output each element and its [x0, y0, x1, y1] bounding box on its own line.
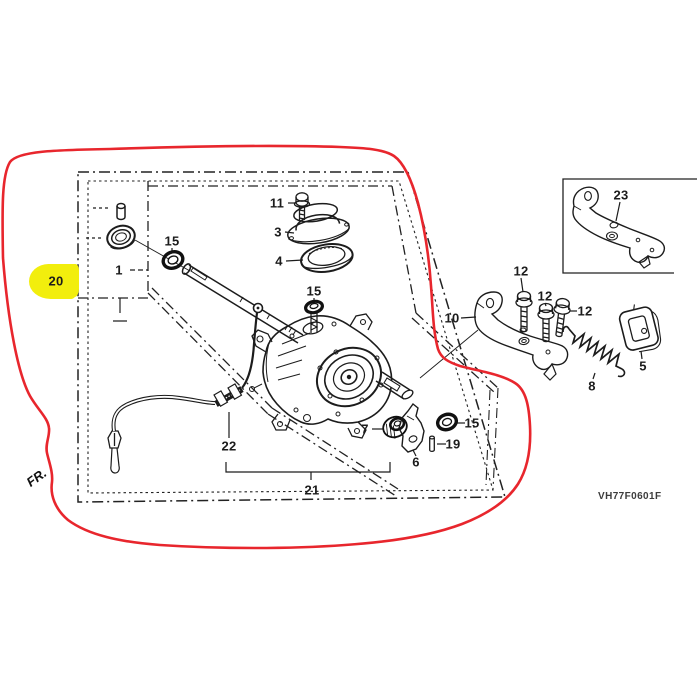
callout-15-right: 15: [464, 415, 480, 431]
seal-ring-4: [300, 243, 354, 273]
callout-8: 8: [588, 378, 596, 394]
transmission-housing: [249, 313, 414, 439]
callout-3: 3: [274, 224, 282, 240]
bracket-23: [572, 186, 666, 269]
red-marker-outline: [1, 144, 532, 550]
bolt-12-c: [553, 297, 571, 338]
callout-15-left: 15: [164, 233, 180, 249]
spring-8: [562, 325, 626, 378]
diagram-code: VH77F0601F: [598, 491, 662, 502]
callout-15-top: 15: [306, 283, 322, 299]
plate-5: [618, 304, 662, 353]
callout-4: 4: [275, 253, 283, 269]
callout-19: 19: [445, 436, 461, 452]
callout-11: 11: [269, 195, 285, 211]
callout-1: 1: [115, 262, 123, 278]
control-cable-22: [107, 302, 264, 474]
highlight-marker: [33, 264, 79, 297]
assembly-borders: [77, 171, 697, 503]
input-shaft: [181, 263, 304, 344]
callout-10: 10: [444, 310, 460, 326]
callout-12-c: 12: [577, 303, 593, 319]
cover-3: [287, 202, 350, 245]
callout-12-a: 12: [513, 263, 529, 279]
collar-7: [382, 415, 408, 439]
callout-5: 5: [639, 358, 647, 374]
bracket-10: [474, 291, 569, 381]
bolt-12-a: [515, 290, 533, 333]
bolt-12-b: [537, 302, 555, 343]
callout-23: 23: [613, 187, 629, 203]
bushing-15-left: [161, 250, 185, 270]
callout-21: 21: [304, 482, 320, 498]
callout-7: 7: [361, 421, 369, 437]
leader-lines: [69, 201, 643, 480]
callout-22: 22: [221, 438, 237, 454]
callout-12-b: 12: [537, 288, 553, 304]
callout-20: 20: [48, 273, 64, 289]
pin-19: [429, 435, 435, 453]
callout-6: 6: [412, 454, 420, 470]
bushing-15-right: [435, 412, 459, 432]
seal-cap-and-pin: [106, 202, 136, 250]
bracket-6: [398, 402, 425, 453]
